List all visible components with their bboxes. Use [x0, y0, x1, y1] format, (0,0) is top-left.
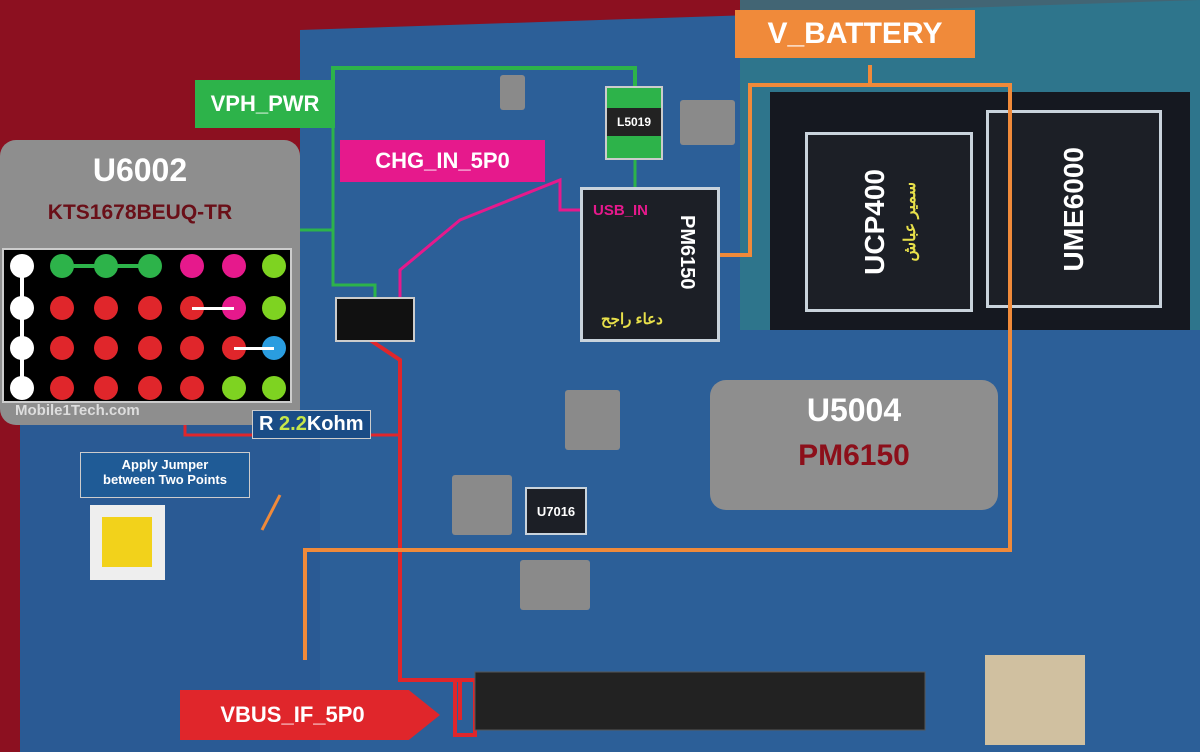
jumper-note-line2: between Two Points [103, 472, 227, 487]
usb-in-label: USB_IN [593, 202, 649, 219]
chg-in-label: CHG_IN_5P0 [340, 140, 545, 182]
resistor-label: R 2.2Kohm [252, 410, 371, 439]
vbus-label: VBUS_IF_5P0 [220, 702, 365, 727]
u6002-panel: U6002 KTS1678BEUQ-TR Mobile1Tech.com [0, 140, 300, 425]
capacitor [500, 75, 525, 110]
ball-grid [2, 248, 292, 403]
u6002-ref: U6002 [92, 151, 188, 188]
vbus-label-box: VBUS_IF_5P0 [180, 690, 440, 740]
pm6150-chip: USB_IN PM6150 دعاء راجح [580, 187, 720, 342]
u6002-part: KTS1678BEUQ-TR [47, 201, 233, 224]
capacitor [680, 100, 735, 145]
ucp400-chip: UCP400 سمير عباش [805, 132, 973, 312]
resistor-unit: Kohm [306, 413, 364, 435]
jumper-note-line1: Apply Jumper [121, 457, 209, 472]
ume6000-chip: UME6000 [986, 110, 1162, 308]
u5004-ref: U5004 [806, 391, 902, 428]
l5019-inductor: L5019 [605, 86, 663, 160]
arabic-signature: دعاء راجح [601, 311, 663, 328]
l5019-label: L5019 [607, 108, 661, 136]
capacitor [452, 475, 512, 535]
watermark: Mobile1Tech.com [15, 402, 140, 419]
u5004-part: PM6150 [798, 439, 910, 472]
u7016-label: U7016 [536, 503, 576, 519]
u7016-chip: U7016 [525, 487, 587, 535]
resistor-value: 2.2 [279, 413, 307, 435]
capacitor [565, 390, 620, 450]
capacitor [520, 560, 590, 610]
u5004-panel: U5004 PM6150 [710, 380, 998, 510]
pm6150-label: PM6150 [676, 215, 698, 290]
ic-small [335, 297, 415, 342]
jumper-note: Apply Jumper between Two Points [80, 452, 250, 498]
vph-pwr-label: VPH_PWR [195, 80, 335, 128]
v-battery-label: V_BATTERY [735, 10, 975, 58]
resistor-prefix: R [259, 413, 274, 435]
